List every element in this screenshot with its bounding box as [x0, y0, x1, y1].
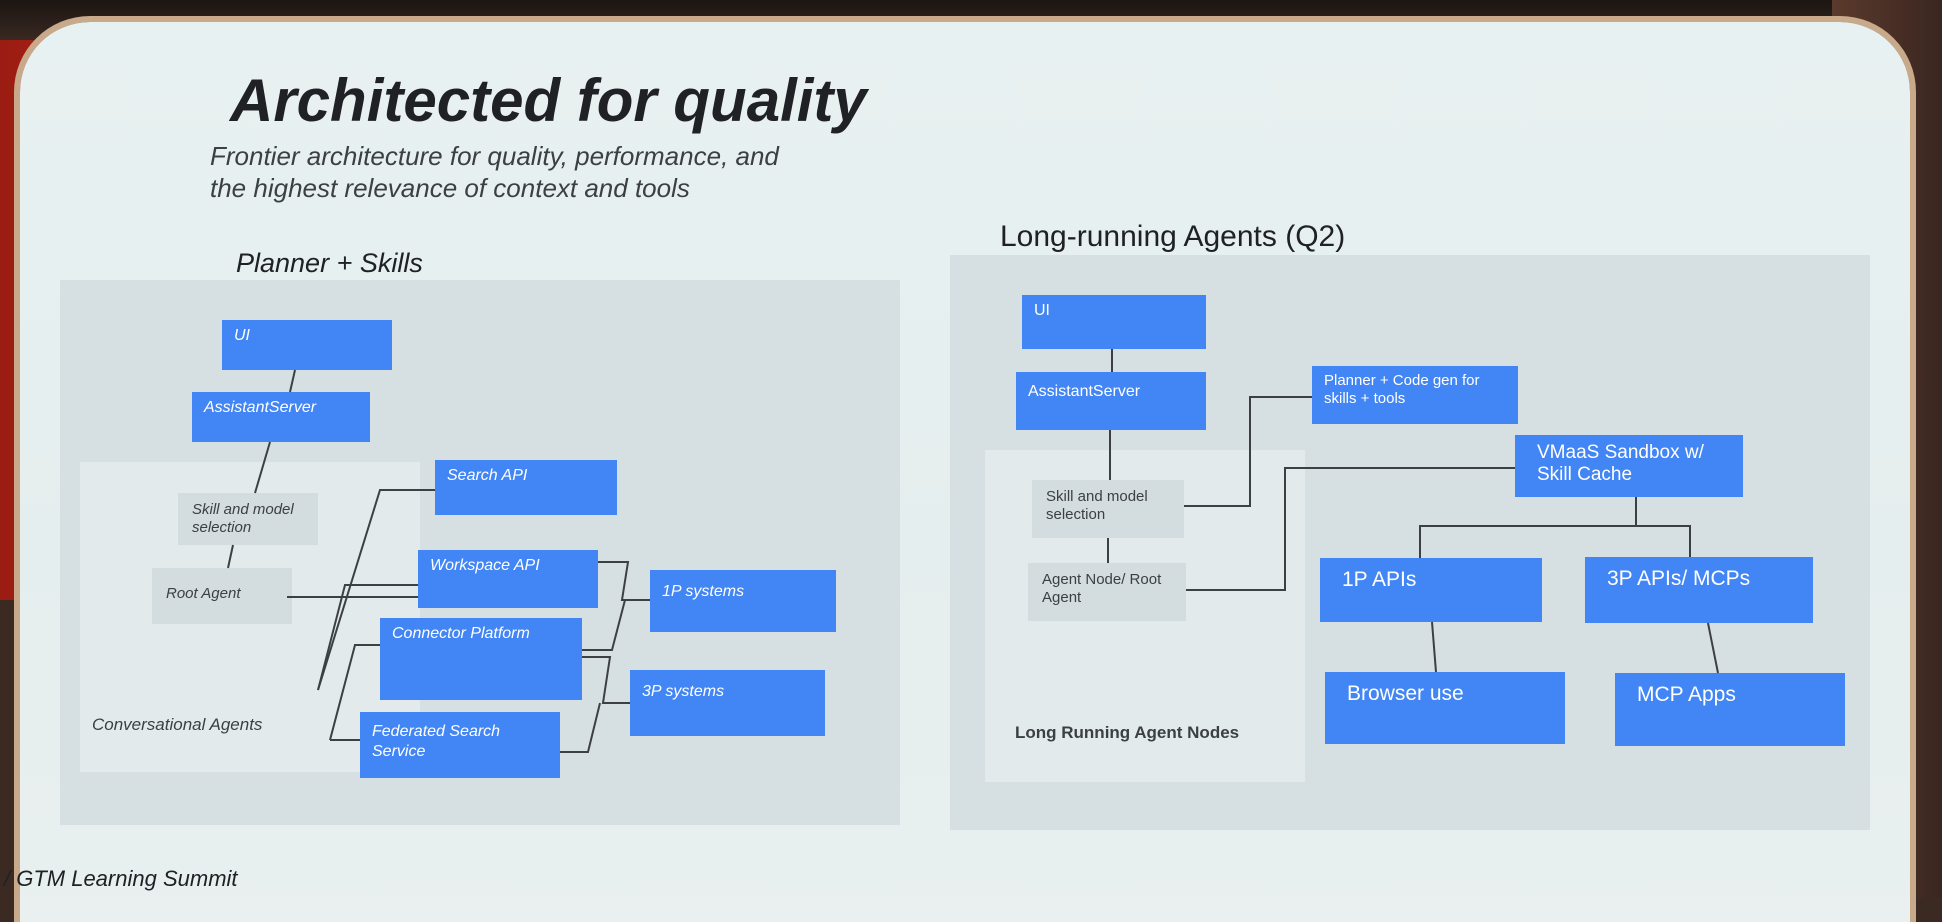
vmaas-sandbox-box: VMaaS Sandbox w/ Skill Cache	[1515, 435, 1743, 497]
left-root-agent-box: Root Agent	[152, 568, 292, 624]
slide-title: Architected for quality	[230, 67, 867, 134]
left-assistant-server-box: AssistantServer	[192, 392, 370, 442]
agent-node-box: Agent Node/ Root Agent	[1028, 563, 1186, 621]
subtitle-line-1: Frontier architecture for quality, perfo…	[210, 141, 779, 171]
event-footer: / GTM Learning Summit	[4, 866, 238, 891]
federated-search-box: Federated Search Service	[360, 712, 560, 778]
right-assistant-server-box: AssistantServer	[1016, 372, 1206, 430]
long-running-agents-heading: Long-running Agents (Q2)	[1000, 220, 1346, 253]
conversational-agents-label: Conversational Agents	[92, 715, 263, 734]
1p-systems-box: 1P systems	[650, 570, 836, 632]
search-api-box: Search API	[435, 460, 617, 515]
left-ui-box: UI	[222, 320, 392, 370]
3p-systems-box: 3P systems	[630, 670, 825, 736]
browser-use-box: Browser use	[1325, 672, 1565, 744]
mcp-apps-box: MCP Apps	[1615, 673, 1845, 746]
3p-apis-mcps-box: 3P APIs/ MCPs	[1585, 557, 1813, 623]
planner-codegen-box: Planner + Code gen for skills + tools	[1312, 366, 1518, 424]
left-skill-selection-box: Skill and model selection	[178, 493, 318, 545]
right-ui-box: UI	[1022, 295, 1206, 349]
slide-subtitle: Frontier architecture for quality, perfo…	[210, 140, 779, 204]
subtitle-line-2: the highest relevance of context and too…	[210, 173, 690, 203]
1p-apis-box: 1P APIs	[1320, 558, 1542, 622]
right-skill-selection-box: Skill and model selection	[1032, 480, 1184, 538]
connector-platform-box: Connector Platform	[380, 618, 582, 700]
long-running-agent-nodes-label: Long Running Agent Nodes	[1015, 723, 1240, 742]
workspace-api-box: Workspace API	[418, 550, 598, 608]
planner-skills-heading: Planner + Skills	[236, 248, 423, 278]
